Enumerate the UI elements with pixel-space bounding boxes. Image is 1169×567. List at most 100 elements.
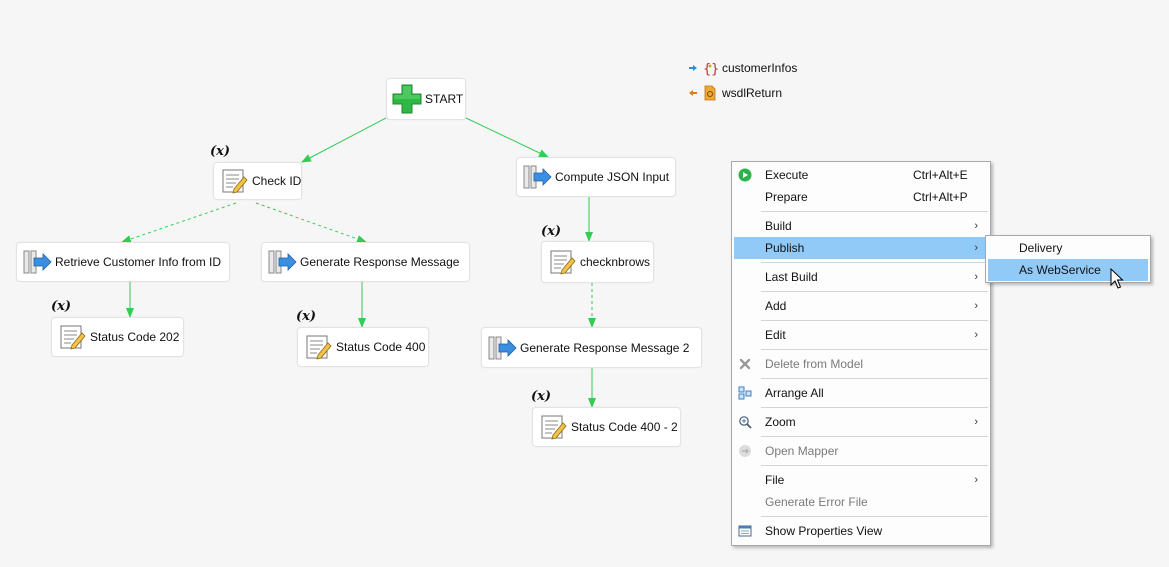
node-generate-response-message[interactable]: Generate Response Message <box>261 242 470 282</box>
node-compute-json-input[interactable]: Compute JSON Input <box>516 157 676 197</box>
play-icon <box>737 167 753 183</box>
node-label: Status Code 400 <box>336 340 426 354</box>
variable-customerinfos[interactable]: { } customerInfos <box>688 60 797 76</box>
variable-marker: (x) <box>210 144 231 159</box>
transform-arrow-icon <box>521 161 553 193</box>
node-label: Status Code 400 - 2 <box>571 420 678 434</box>
script-edit-icon <box>537 411 569 443</box>
menu-item-shortcut: Ctrl+Alt+E <box>913 168 968 182</box>
node-label: Generate Response Message <box>300 255 460 269</box>
menu-item-label: Zoom <box>765 415 796 429</box>
svg-text:{: { <box>703 62 711 76</box>
menu-item-delete-from-model[interactable]: Delete from Model <box>734 353 988 375</box>
node-label: START <box>425 92 464 106</box>
node-status-code-400[interactable]: Status Code 400 <box>297 327 429 367</box>
menu-item-build[interactable]: Build › <box>734 215 988 237</box>
svg-text:}: } <box>711 62 718 76</box>
menu-item-last-build[interactable]: Last Build › <box>734 266 988 288</box>
node-status-code-202[interactable]: Status Code 202 <box>51 317 184 357</box>
node-start[interactable]: START <box>386 78 466 120</box>
json-braces-icon: { } <box>703 62 718 76</box>
variable-marker: (x) <box>541 224 562 239</box>
script-edit-icon <box>546 246 578 278</box>
menu-item-label: Last Build <box>765 270 818 284</box>
node-label: Compute JSON Input <box>555 170 670 184</box>
menu-item-label: Delete from Model <box>765 357 864 371</box>
variable-name: customerInfos <box>722 61 798 75</box>
node-status-code-400-2[interactable]: Status Code 400 - 2 <box>532 407 681 447</box>
node-label: Generate Response Message 2 <box>520 340 690 355</box>
node-generate-response-message-2[interactable]: Generate Response Message 2 <box>481 327 702 368</box>
variable-name: wsdlReturn <box>722 86 783 100</box>
menu-item-file[interactable]: File › <box>734 469 988 491</box>
transform-arrow-icon <box>486 332 518 364</box>
menu-item-label: Show Properties View <box>765 524 883 538</box>
variable-marker: (x) <box>51 299 72 314</box>
menu-item-generate-error-file[interactable]: Generate Error File <box>734 491 988 513</box>
arrange-icon <box>737 385 753 401</box>
publish-submenu: Delivery As WebService <box>985 235 1151 283</box>
menu-item-label: Delivery <box>1019 241 1063 255</box>
node-label: checknbrows <box>580 255 651 269</box>
wsdl-file-icon <box>704 85 716 101</box>
menu-item-label: Edit <box>765 328 786 342</box>
edge-check-id-retrieve <box>121 202 237 243</box>
menu-item-label: Execute <box>765 168 809 182</box>
node-retrieve-customer-info[interactable]: Retrieve Customer Info from ID <box>16 242 230 282</box>
submenu-arrow-icon: › <box>974 220 978 232</box>
menu-item-label: Open Mapper <box>765 444 839 458</box>
zoom-icon <box>737 414 753 430</box>
menu-item-label: As WebService <box>1019 263 1101 277</box>
edge-start-compute-json <box>465 117 549 158</box>
menu-item-label: Prepare <box>765 190 808 204</box>
transform-arrow-icon <box>21 246 53 278</box>
menu-separator <box>761 378 988 379</box>
submenu-item-delivery[interactable]: Delivery <box>988 237 1148 259</box>
menu-item-show-properties-view[interactable]: Show Properties View <box>734 520 988 542</box>
menu-item-add[interactable]: Add › <box>734 295 988 317</box>
submenu-arrow-icon: › <box>974 329 978 341</box>
script-edit-icon <box>302 331 334 363</box>
edge-check-id-gen-resp <box>255 202 367 243</box>
mouse-cursor-icon <box>1110 268 1124 289</box>
menu-item-zoom[interactable]: Zoom › <box>734 411 988 433</box>
transform-arrow-icon <box>266 246 298 278</box>
menu-item-prepare[interactable]: Prepare Ctrl+Alt+P <box>734 186 988 208</box>
menu-item-label: Arrange All <box>765 386 824 400</box>
submenu-arrow-icon: › <box>974 242 978 254</box>
node-check-id[interactable]: Check ID <box>213 162 302 200</box>
input-arrow-icon <box>689 65 697 71</box>
menu-item-publish[interactable]: Publish › <box>734 237 988 259</box>
submenu-arrow-icon: › <box>974 300 978 312</box>
menu-separator <box>761 349 988 350</box>
menu-separator <box>761 436 988 437</box>
start-plus-icon <box>391 83 423 115</box>
properties-view-icon <box>737 523 753 539</box>
menu-item-label: Generate Error File <box>765 495 868 509</box>
submenu-arrow-icon: › <box>974 474 978 486</box>
menu-item-label: File <box>765 473 785 487</box>
menu-item-edit[interactable]: Edit › <box>734 324 988 346</box>
menu-item-label: Publish <box>765 241 805 255</box>
output-arrow-icon <box>689 90 697 96</box>
menu-item-execute[interactable]: Execute Ctrl+Alt+E <box>734 164 988 186</box>
menu-separator <box>761 407 988 408</box>
menu-separator <box>761 516 988 517</box>
menu-item-arrange-all[interactable]: Arrange All <box>734 382 988 404</box>
node-label: Status Code 202 <box>90 330 180 344</box>
variable-wsdlreturn[interactable]: wsdlReturn <box>688 85 782 101</box>
script-edit-icon <box>218 165 250 197</box>
submenu-arrow-icon: › <box>974 271 978 283</box>
script-edit-icon <box>56 321 88 353</box>
node-checknbrows[interactable]: checknbrows <box>541 241 654 283</box>
menu-item-open-mapper[interactable]: Open Mapper <box>734 440 988 462</box>
submenu-item-as-webservice[interactable]: As WebService <box>988 259 1148 281</box>
variable-marker: (x) <box>531 389 552 404</box>
submenu-arrow-icon: › <box>974 416 978 428</box>
menu-item-shortcut: Ctrl+Alt+P <box>913 190 968 204</box>
context-menu: Execute Ctrl+Alt+E Prepare Ctrl+Alt+P Bu… <box>731 161 991 546</box>
delete-x-icon <box>737 356 753 372</box>
menu-separator <box>761 262 988 263</box>
menu-item-label: Build <box>765 219 792 233</box>
